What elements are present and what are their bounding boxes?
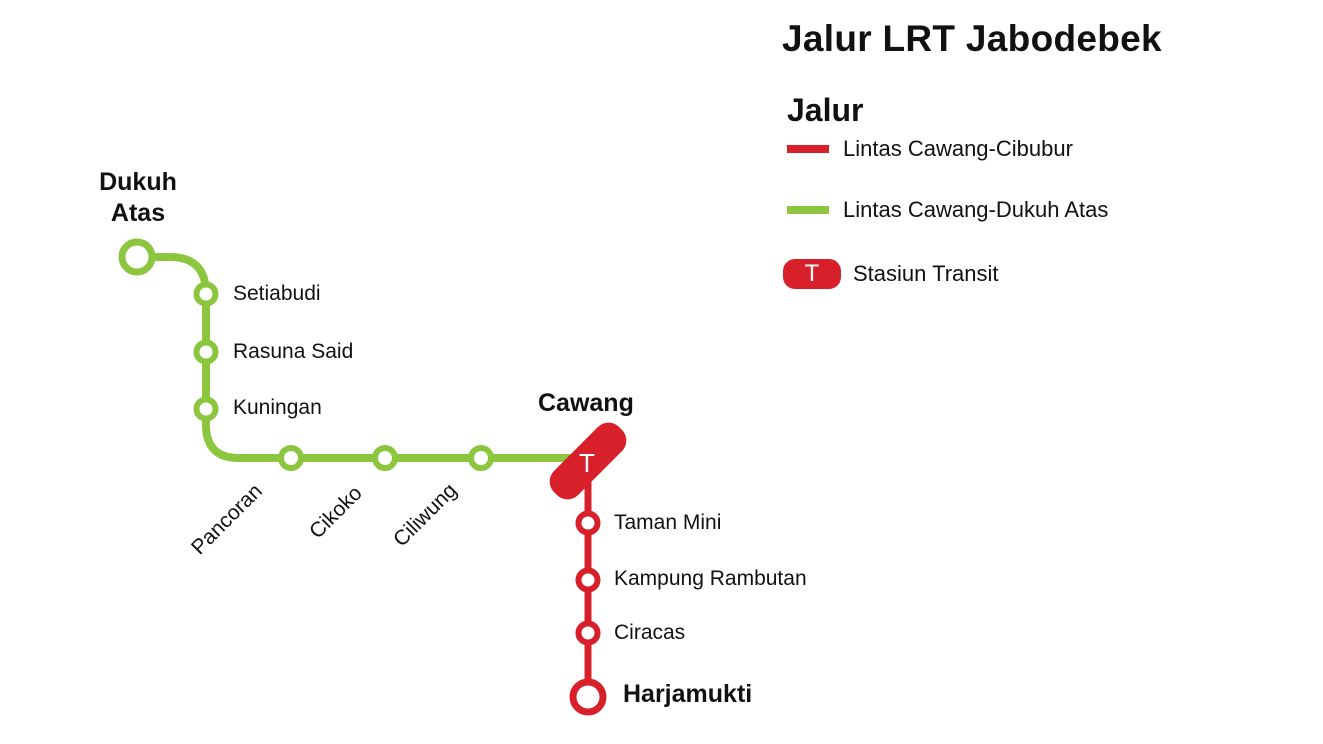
station-label-harjamukti: Harjamukti xyxy=(623,680,753,708)
station-kuningan-marker[interactable] xyxy=(193,396,219,422)
station-label-setiabudi: Setiabudi xyxy=(233,282,321,305)
station-setiabudi-marker[interactable] xyxy=(193,281,219,307)
station-dukuh-atas-marker[interactable] xyxy=(118,238,156,276)
legend-label: Stasiun Transit xyxy=(853,261,999,286)
station-taman-mini-marker[interactable] xyxy=(575,510,601,536)
station-pancoran-marker[interactable] xyxy=(278,445,304,471)
station-ciliwung-marker[interactable] xyxy=(468,445,494,471)
station-ciracas-marker[interactable] xyxy=(575,620,601,646)
legend-item-cawang-cibubur: Lintas Cawang-Cibubur xyxy=(787,136,1073,162)
legend-heading: Jalur xyxy=(787,92,864,128)
red-line-swatch-icon xyxy=(787,145,829,153)
station-label-taman-mini: Taman Mini xyxy=(614,511,722,534)
station-cikoko-marker[interactable] xyxy=(372,445,398,471)
station-label-kuningan: Kuningan xyxy=(233,396,322,419)
station-label-rasuna-said: Rasuna Said xyxy=(233,340,354,363)
legend-item-cawang-dukuh-atas: Lintas Cawang-Dukuh Atas xyxy=(787,197,1108,223)
legend-label: Lintas Cawang-Cibubur xyxy=(843,136,1073,161)
transit-symbol: T xyxy=(579,448,595,478)
transit-pill-icon: T xyxy=(783,259,841,289)
station-harjamukti-marker[interactable] xyxy=(569,678,607,716)
legend-label: Lintas Cawang-Dukuh Atas xyxy=(843,197,1109,222)
station-rasuna-said-marker[interactable] xyxy=(193,339,219,365)
station-kampung-rambutan-marker[interactable] xyxy=(575,567,601,593)
station-label-ciracas: Ciracas xyxy=(614,621,686,644)
station-label-dukuh-atas: Dukuh Atas xyxy=(99,168,177,227)
station-cawang-transit-marker[interactable] xyxy=(543,416,632,505)
legend-item-transit: T Stasiun Transit xyxy=(783,259,999,289)
green-line-swatch-icon xyxy=(787,206,829,214)
station-label-cawang: Cawang xyxy=(538,389,634,417)
station-label-kampung-rambutan: Kampung Rambutan xyxy=(614,567,807,590)
map-title: Jalur LRT Jabodebek xyxy=(782,18,1162,59)
